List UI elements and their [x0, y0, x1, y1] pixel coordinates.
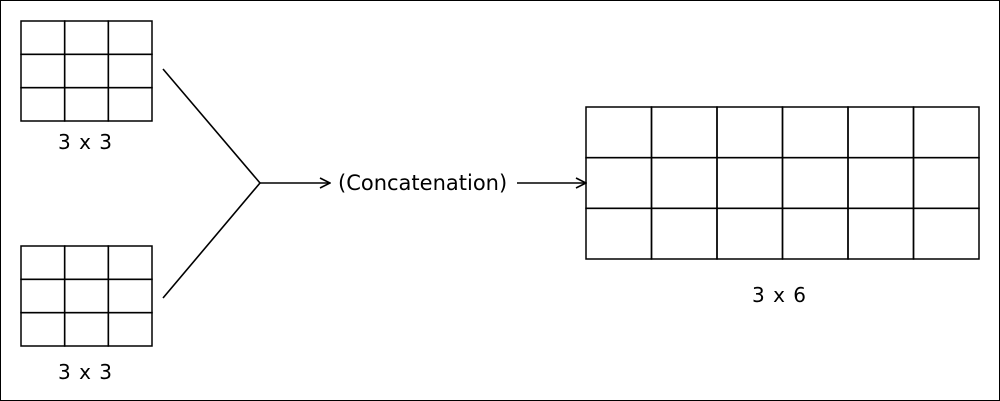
- input-matrix-top: [20, 20, 153, 122]
- input-matrix-bottom: [20, 245, 153, 347]
- matrix-cell: [781, 106, 849, 159]
- matrix-cell: [912, 207, 980, 260]
- matrix-cell: [20, 278, 66, 314]
- matrix-cell: [63, 53, 110, 89]
- matrix-cell: [650, 106, 718, 159]
- input-bottom-dimension-label: 3 x 3: [58, 360, 113, 384]
- matrix-cell: [847, 156, 915, 210]
- matrix-cell: [716, 156, 784, 210]
- matrix-cell: [847, 207, 915, 260]
- matrix-cell: [63, 311, 110, 347]
- matrix-cell: [63, 245, 110, 281]
- output-matrix: [585, 106, 980, 260]
- merge-line-bottom: [162, 182, 261, 299]
- matrix-cell: [107, 86, 153, 122]
- matrix-cell: [107, 245, 153, 281]
- input-top-dimension-label: 3 x 3: [58, 130, 113, 154]
- matrix-cell: [716, 207, 784, 260]
- matrix-cell: [585, 106, 653, 159]
- matrix-cell: [650, 207, 718, 260]
- matrix-cell: [912, 106, 980, 159]
- matrix-cell: [781, 207, 849, 260]
- matrix-cell: [107, 20, 153, 56]
- output-dimension-label: 3 x 6: [752, 283, 807, 307]
- merge-line-top: [162, 68, 261, 184]
- matrix-cell: [107, 53, 153, 89]
- matrix-cell: [716, 106, 784, 159]
- matrix-cell: [847, 106, 915, 159]
- operation-label: (Concatenation): [338, 171, 508, 195]
- matrix-cell: [20, 245, 66, 281]
- matrix-cell: [912, 156, 980, 210]
- matrix-cell: [107, 278, 153, 314]
- matrix-cell: [781, 156, 849, 210]
- matrix-cell: [20, 53, 66, 89]
- matrix-cell: [20, 311, 66, 347]
- matrix-cell: [107, 311, 153, 347]
- matrix-cell: [20, 86, 66, 122]
- matrix-cell: [63, 86, 110, 122]
- matrix-cell: [585, 156, 653, 210]
- matrix-cell: [650, 156, 718, 210]
- matrix-cell: [63, 20, 110, 56]
- matrix-cell: [585, 207, 653, 260]
- matrix-cell: [63, 278, 110, 314]
- matrix-cell: [20, 20, 66, 56]
